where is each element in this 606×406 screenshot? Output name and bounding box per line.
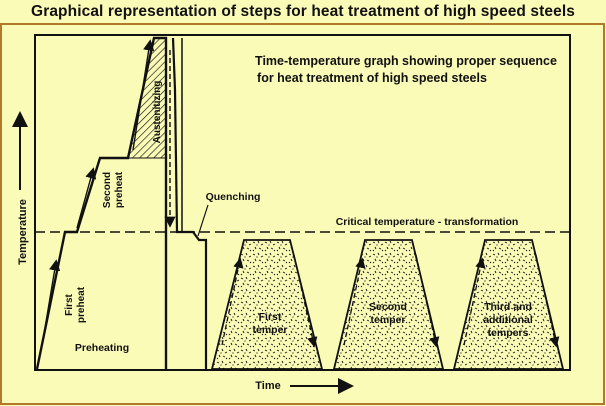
first-temper-shape [210,239,324,370]
y-axis-label: Temperature [17,199,29,265]
plot-area [34,34,571,371]
second-temper-label-1: Second [369,301,407,313]
temper2-up-arrow [343,257,366,346]
svg-text:preheat: preheat [76,286,87,323]
quenching-label: Quenching [206,191,261,203]
first-temper-label-1: First [259,311,282,323]
x-axis-label: Time [255,380,280,392]
austenitizing-label: Austenitizing [152,81,163,144]
third-temper-label-1: Third and [484,301,532,313]
second-preheat-arrow [76,167,97,229]
svg-text:Second: Second [102,172,113,208]
third-temper-label-3: tempers [488,327,529,339]
caption-line-1: Time-temperature graph showing proper se… [255,54,557,68]
svg-text:preheat: preheat [114,171,125,208]
svg-text:First: First [64,293,75,315]
second-temper-shape [332,239,445,370]
temper3-down-arrow [535,254,560,348]
temper2-down-arrow [415,254,440,348]
quench-profile [171,37,208,369]
page-title: Graphical representation of steps for he… [31,3,575,20]
temper1-up-arrow [221,257,244,346]
third-temper-shape [452,239,565,370]
preheating-label: Preheating [75,342,129,354]
caption-line-2: for heat treatment of high speed steels [257,71,487,85]
first-preheat-label: First preheat [64,286,87,323]
third-temper-label-2: additional [483,314,533,326]
first-preheat-arrow [42,259,61,341]
second-preheat-label: Second preheat [102,171,125,208]
austenitizing-arrow [132,39,155,151]
temper1-down-arrow [293,254,318,348]
outer-border [0,23,605,405]
critical-temperature-label: Critical temperature - transformation [336,216,519,228]
temper3-up-arrow [463,257,486,346]
first-temper-label-2: temper [252,324,287,336]
heating-profile [35,36,168,370]
second-temper-label-2: temper [370,314,405,326]
quenching-pointer [197,204,209,237]
